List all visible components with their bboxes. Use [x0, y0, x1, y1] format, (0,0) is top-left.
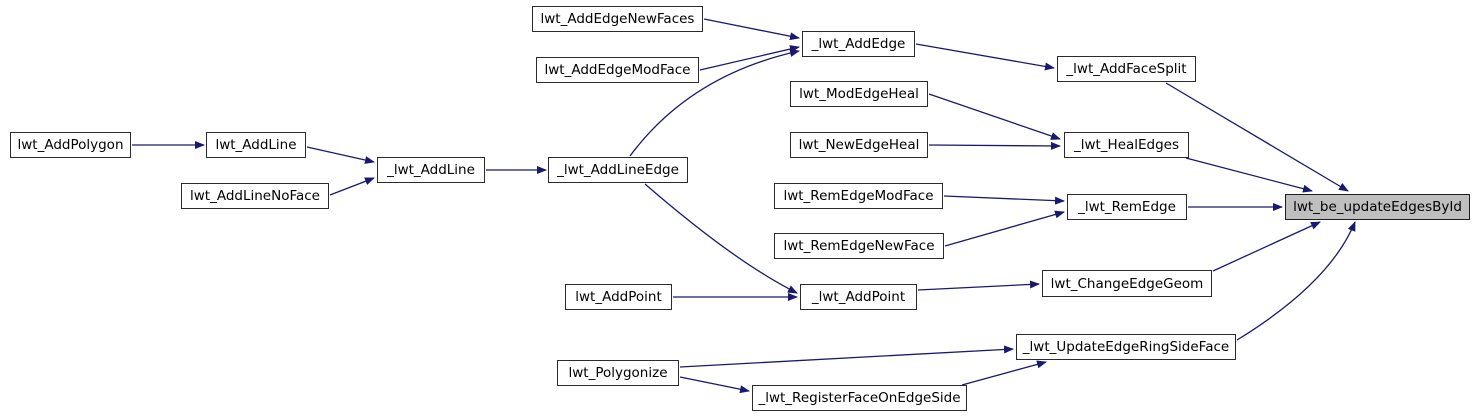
graph-node-_lwt_RemEdge[interactable]: _lwt_RemEdge [1067, 194, 1187, 220]
graph-node-label: _lwt_AddLineEdge [557, 162, 679, 178]
call-edge-lwt_AddEdgeNewFaces-to-_lwt_AddEdge [703, 18, 800, 41]
graph-node-_lwt_AddLineEdge[interactable]: _lwt_AddLineEdge [548, 157, 688, 183]
graph-node-label: _lwt_AddEdge [811, 36, 906, 52]
graph-node-label: lwt_AddPoint [575, 289, 662, 305]
call-edge-_lwt_HealEdges-to-lwt_be_updateEdgesById [1185, 157, 1313, 193]
graph-node-lwt_RemEdgeModFace[interactable]: lwt_RemEdgeModFace [774, 183, 943, 209]
graph-node-lwt_ChangeEdgeGeom[interactable]: lwt_ChangeEdgeGeom [1042, 270, 1212, 297]
graph-node-label: lwt_AddEdgeNewFaces [540, 11, 695, 27]
call-edge-lwt_AddLineNoFace-to-_lwt_AddLine [329, 177, 375, 196]
graph-node-label: _lwt_AddFaceSplit [1066, 61, 1187, 77]
graph-node-lwt_ModEdgeHeal[interactable]: lwt_ModEdgeHeal [790, 81, 928, 107]
call-edge-_lwt_AddFaceSplit-to-lwt_be_updateEdgesById [1165, 82, 1349, 192]
graph-node-label: lwt_be_updateEdgesById [1293, 199, 1462, 215]
graph-node-lwt_AddPolygon[interactable]: lwt_AddPolygon [10, 132, 131, 158]
graph-node-label: lwt_Polygonize [568, 365, 668, 381]
graph-node-_lwt_AddEdge[interactable]: _lwt_AddEdge [802, 31, 915, 57]
edge-group [132, 18, 1356, 394]
graph-node-lwt_AddPoint[interactable]: lwt_AddPoint [565, 284, 672, 310]
call-edge-lwt_RemEdgeModFace-to-_lwt_RemEdge [943, 195, 1065, 205]
graph-node-label: lwt_NewEdgeHeal [798, 137, 920, 153]
call-edge-lwt_AddLine-to-_lwt_AddLine [306, 146, 375, 164]
graph-node-label: lwt_AddLineNoFace [190, 188, 320, 204]
graph-node-lwt_NewEdgeHeal[interactable]: lwt_NewEdgeHeal [790, 132, 928, 158]
graph-node-label: lwt_ModEdgeHeal [799, 86, 919, 102]
graph-node-_lwt_AddPoint[interactable]: _lwt_AddPoint [800, 284, 917, 310]
graph-node-_lwt_AddFaceSplit[interactable]: _lwt_AddFaceSplit [1057, 56, 1196, 82]
call-edge-_lwt_RegisterFaceOnEdgeSide-to-_lwt_UpdateEdgeRingSideFace [961, 360, 1047, 386]
call-edge-lwt_Polygonize-to-_lwt_UpdateEdgeRingSideFace [679, 345, 1014, 368]
graph-node-label: _lwt_AddLine [387, 162, 475, 178]
call-edge-lwt_RemEdgeNewFace-to-_lwt_RemEdge [944, 210, 1065, 247]
call-edge-_lwt_AddEdge-to-_lwt_AddFaceSplit [915, 43, 1055, 71]
graph-node-label: lwt_AddPolygon [17, 137, 124, 153]
graph-node-label: lwt_ChangeEdgeGeom [1050, 275, 1204, 292]
call-edge-lwt_Polygonize-to-_lwt_RegisterFaceOnEdgeSide [679, 376, 750, 394]
graph-node-lwt_AddLine[interactable]: lwt_AddLine [206, 132, 306, 158]
call-edge-lwt_ChangeEdgeGeom-to-lwt_be_updateEdgesById [1212, 221, 1321, 272]
graph-node-lwt_RemEdgeNewFace[interactable]: lwt_RemEdgeNewFace [774, 233, 944, 259]
call-edge-_lwt_AddLineEdge-to-_lwt_AddPoint [644, 183, 798, 294]
call-edge-_lwt_UpdateEdgeRingSideFace-to-lwt_be_updateEdgesById [1236, 221, 1356, 341]
call-edge-_lwt_AddPoint-to-lwt_ChangeEdgeGeom [917, 280, 1040, 291]
graph-node-lwt_be_updateEdgesById[interactable]: lwt_be_updateEdgesById [1285, 194, 1470, 220]
graph-node-_lwt_HealEdges[interactable]: _lwt_HealEdges [1064, 132, 1189, 158]
graph-node-label: _lwt_UpdateEdgeRingSideFace [1022, 339, 1230, 355]
graph-node-lwt_AddEdgeModFace[interactable]: lwt_AddEdgeModFace [536, 57, 699, 83]
graph-node-_lwt_RegisterFaceOnEdgeSide[interactable]: _lwt_RegisterFaceOnEdgeSide [752, 385, 967, 411]
call-edge-lwt_NewEdgeHeal-to-_lwt_HealEdges [928, 141, 1061, 150]
graph-node-label: _lwt_RegisterFaceOnEdgeSide [758, 390, 961, 406]
call-edge-_lwt_AddLineEdge-to-_lwt_AddEdge [629, 49, 800, 157]
graph-node-label: lwt_AddEdgeModFace [544, 62, 691, 78]
graph-node-label: _lwt_RemEdge [1078, 199, 1176, 215]
call-edge-lwt_AddEdgeModFace-to-_lwt_AddEdge [699, 45, 800, 71]
graph-node-_lwt_UpdateEdgeRingSideFace[interactable]: _lwt_UpdateEdgeRingSideFace [1016, 334, 1236, 360]
graph-node-_lwt_AddLine[interactable]: _lwt_AddLine [377, 157, 485, 183]
graph-node-label: _lwt_HealEdges [1073, 137, 1180, 153]
graph-node-lwt_AddLineNoFace[interactable]: lwt_AddLineNoFace [181, 183, 329, 209]
graph-node-label: _lwt_AddPoint [811, 289, 906, 305]
graph-node-label: lwt_RemEdgeNewFace [783, 238, 935, 254]
graph-node-lwt_Polygonize[interactable]: lwt_Polygonize [557, 360, 679, 386]
call-edge-lwt_ModEdgeHeal-to-_lwt_HealEdges [928, 93, 1061, 140]
graph-node-label: lwt_AddLine [215, 137, 297, 153]
graph-node-lwt_AddEdgeNewFaces[interactable]: lwt_AddEdgeNewFaces [532, 6, 703, 32]
graph-node-label: lwt_RemEdgeModFace [783, 188, 934, 204]
